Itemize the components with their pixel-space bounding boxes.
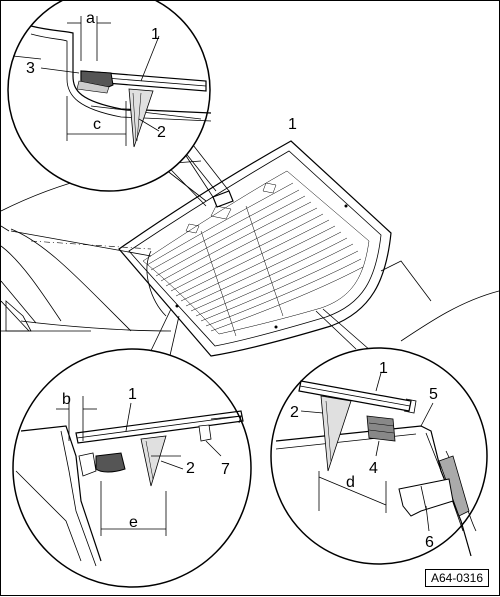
- callout-labels: a 1 3 c 2 1 b 1 2 7 e 1 2 5 4 d 6: [26, 10, 438, 551]
- detail-circle-bottom-right: [270, 347, 488, 565]
- label-2-bottom-left: 2: [186, 460, 195, 477]
- label-1-top: 1: [151, 26, 160, 43]
- detail-circle-top: [7, 1, 212, 192]
- label-4: 4: [369, 460, 378, 477]
- label-e: e: [129, 514, 138, 531]
- label-b: b: [62, 391, 71, 408]
- reference-code: A64-0316: [424, 569, 489, 587]
- detail-leaders: [145, 135, 372, 374]
- label-2-top: 2: [157, 124, 166, 141]
- label-3: 3: [26, 60, 35, 77]
- label-c: c: [93, 116, 101, 133]
- label-7: 7: [221, 461, 230, 478]
- label-6: 6: [425, 534, 434, 551]
- label-1-main: 1: [288, 116, 297, 133]
- label-2-bottom-right: 2: [290, 404, 299, 421]
- label-a: a: [86, 10, 95, 27]
- heating-grid-lines: [146, 182, 364, 332]
- label-d: d: [346, 474, 355, 491]
- label-5: 5: [429, 386, 438, 403]
- label-1-bottom-left: 1: [128, 386, 137, 403]
- rear-window-main: [118, 140, 392, 357]
- detail-circle-bottom-left: [12, 348, 252, 588]
- label-1-bottom-right: 1: [379, 360, 388, 377]
